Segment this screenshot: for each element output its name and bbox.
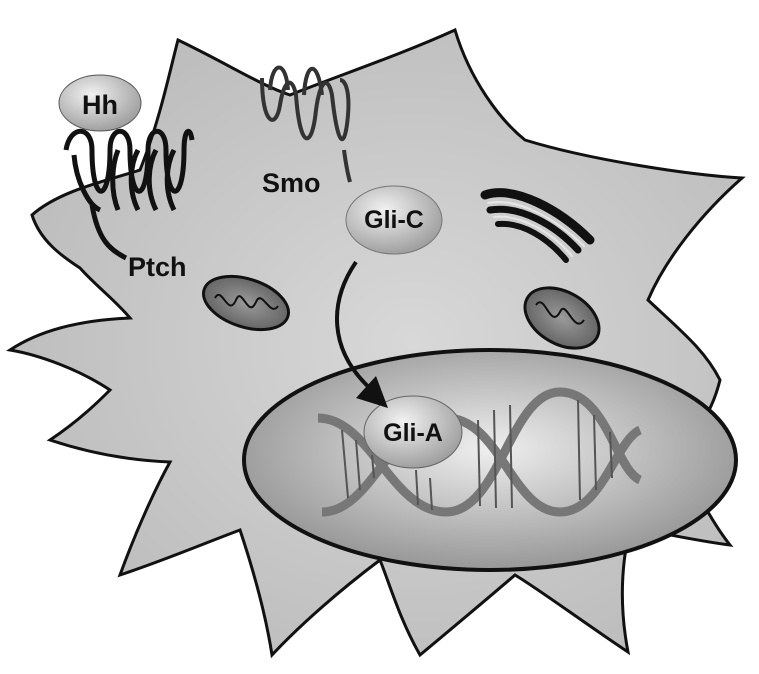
hh-label: Hh xyxy=(82,90,118,120)
gli-a-label: Gli-A xyxy=(383,419,443,447)
nucleus xyxy=(244,350,736,570)
smo-label: Smo xyxy=(262,168,321,198)
gli-c-label: Gli-C xyxy=(364,206,424,234)
ptch-label: Ptch xyxy=(128,252,187,282)
